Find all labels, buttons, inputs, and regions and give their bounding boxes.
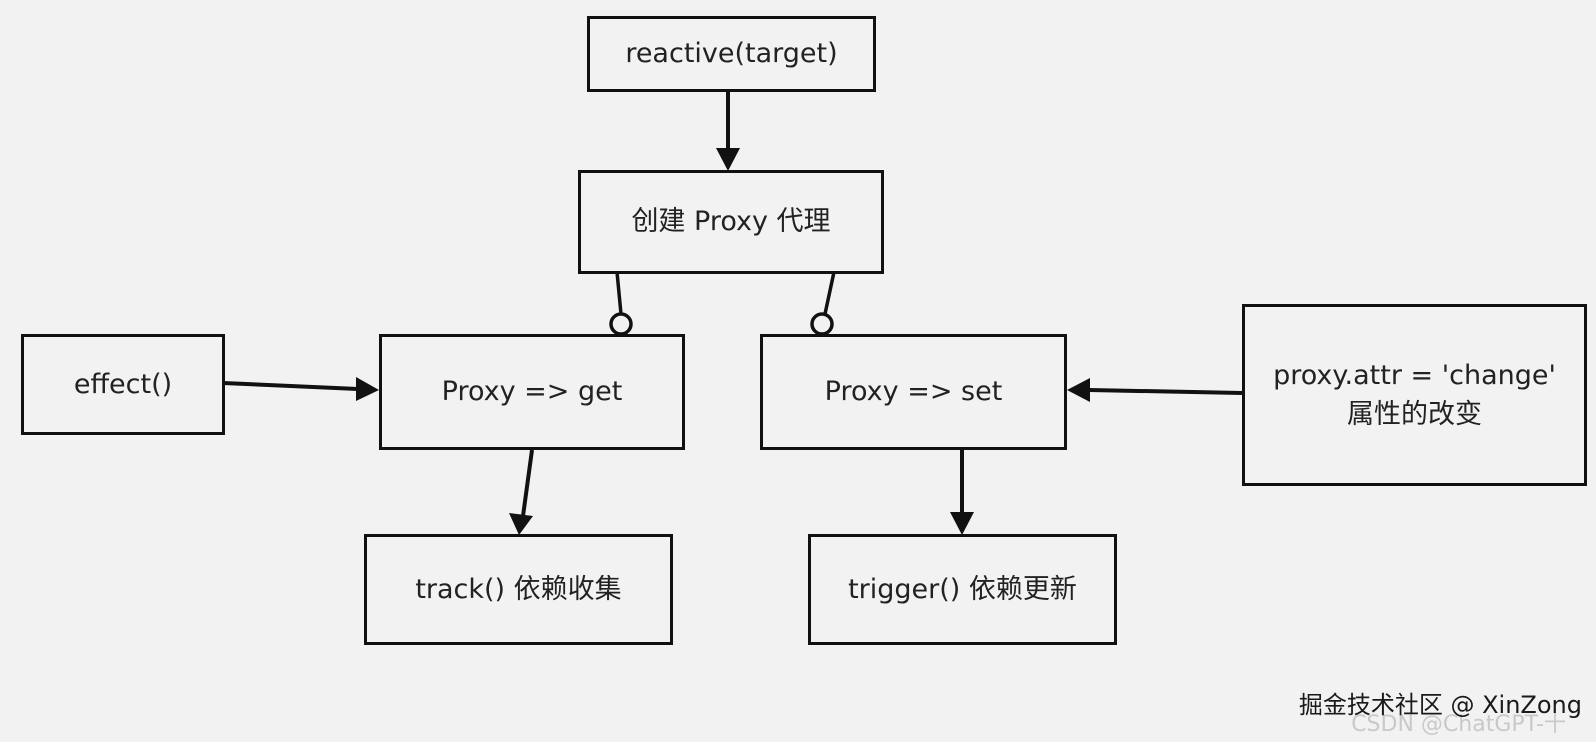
node-trigger: trigger() 依赖更新 (808, 534, 1117, 645)
node-proxy-set: Proxy => set (760, 334, 1067, 450)
watermark: 掘金技术社区 @ XinZong (1298, 691, 1582, 719)
edge-change-to-set (1088, 388, 1243, 395)
edge-proxy-to-get-circle (609, 312, 633, 336)
node-track-label: track() 依赖收集 (415, 573, 622, 605)
node-attr-change-line2: 属性的改变 (1347, 399, 1482, 430)
node-create-proxy-label: 创建 Proxy 代理 (631, 206, 831, 238)
edge-proxy-to-get (615, 271, 623, 315)
node-reactive-target: reactive(target) (587, 16, 876, 92)
node-attr-change-line1: proxy.attr = 'change' (1273, 359, 1556, 391)
watermark-ghost: CSDN @ChatGPT-十 (1351, 712, 1566, 737)
node-track: track() 依赖收集 (364, 534, 673, 645)
node-create-proxy: 创建 Proxy 代理 (578, 170, 884, 274)
edge-get-to-track (521, 449, 534, 517)
node-proxy-get: Proxy => get (379, 334, 685, 450)
node-proxy-get-label: Proxy => get (441, 376, 623, 408)
node-effect-label: effect() (73, 368, 173, 400)
arrowhead-proxy-create (716, 148, 740, 171)
edge-proxy-to-set (823, 271, 836, 315)
node-trigger-label: trigger() 依赖更新 (848, 573, 1077, 605)
edge-effect-to-get (222, 381, 359, 391)
node-reactive-target-label: reactive(target) (625, 38, 838, 70)
edge-proxy-to-set-circle (810, 312, 834, 336)
node-attr-change: proxy.attr = 'change' 属性的改变 (1242, 304, 1587, 486)
arrowhead-trigger (950, 512, 974, 535)
arrowhead-get (356, 377, 379, 401)
node-proxy-set-label: Proxy => set (824, 376, 1003, 408)
arrowhead-set (1067, 378, 1090, 402)
node-effect: effect() (21, 334, 225, 435)
arrowhead-track (509, 513, 533, 535)
